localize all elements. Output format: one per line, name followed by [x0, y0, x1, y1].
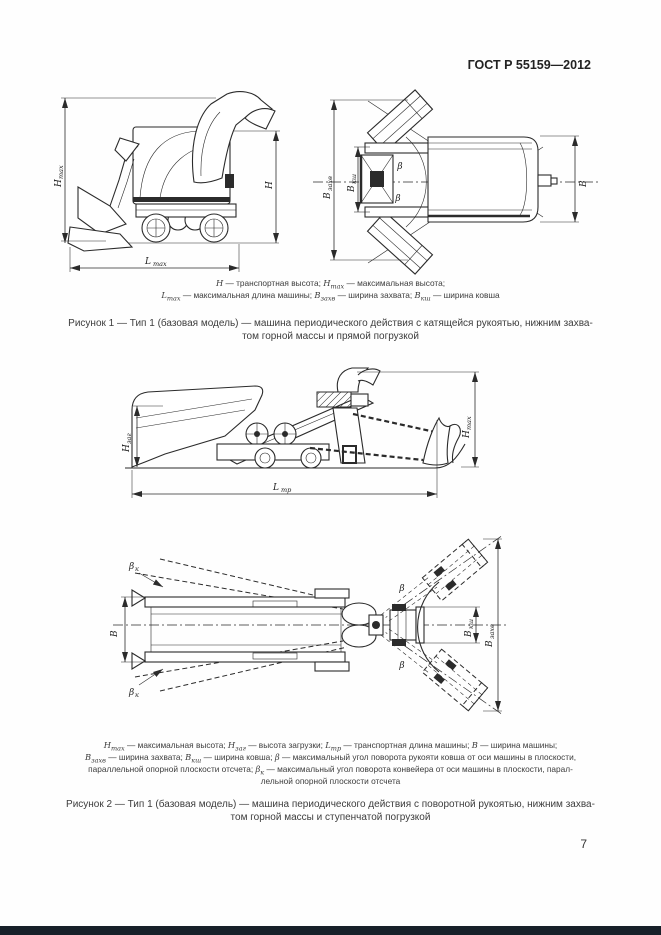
legend-line: Нmax — максимальная высота; Нзаг — высот… — [103, 740, 558, 753]
conveyor-tail — [131, 385, 264, 468]
dimension-hmax: Н max — [54, 97, 216, 243]
svg-text:к: к — [135, 565, 139, 573]
machine-side-view — [67, 91, 279, 252]
dim-label-hmax: Н — [462, 430, 472, 439]
footer-bar — [0, 926, 661, 935]
svg-text:max: max — [57, 165, 65, 179]
figure2-legend: Нmax — максимальная высота; Нзаг — высот… — [0, 739, 661, 787]
dimension-ltr: L тр — [131, 420, 438, 498]
bucket-swung-up — [421, 538, 489, 602]
dim-label-bksh: В — [347, 185, 357, 193]
page-number: 7 — [580, 837, 587, 851]
wheel-rear — [199, 213, 229, 243]
dim-label-bzahv: В — [323, 192, 333, 200]
machine-body-plan — [131, 588, 384, 672]
dim-label-ltr: L — [272, 483, 279, 493]
dim-label-b: В — [579, 180, 589, 188]
bucket-swung-up — [366, 89, 434, 153]
bucket-arm-top — [364, 142, 439, 154]
beta-bottom-label: β — [398, 661, 404, 671]
dimension-bzahv: В захв — [323, 99, 408, 261]
svg-text:β: β — [128, 688, 134, 698]
document-number: ГОСТ Р 55159—2012 — [467, 58, 591, 72]
svg-text:тр: тр — [281, 486, 292, 494]
figure1-legend: Н — транспортная высота; Нmax — максимал… — [0, 277, 661, 303]
bucket-arm-bottom — [364, 206, 439, 218]
bucket-swung-down — [421, 648, 489, 712]
svg-text:кш: кш — [467, 619, 475, 629]
wheels — [254, 447, 322, 469]
beta-top-label: β — [396, 162, 402, 172]
svg-text:max: max — [153, 260, 167, 268]
arm-swing-lines — [380, 576, 438, 674]
dimension-bzahv: В захв — [483, 538, 502, 712]
dimension-hmax: Н max — [357, 371, 479, 468]
raised-bucket — [191, 91, 273, 184]
undercarriage — [135, 203, 237, 218]
beta-top-label: β — [398, 584, 404, 594]
legend-line: Lmax — максимальная длина машины; Взахв … — [161, 290, 500, 303]
figure2-title: Рисунок 2 — Тип 1 (базовая модель) — маш… — [66, 799, 595, 823]
svg-text:β: β — [128, 562, 134, 572]
bucket-swung-down — [366, 211, 434, 275]
beta-bottom-label: β — [394, 194, 400, 204]
loading-bucket — [422, 416, 451, 466]
dim-label-b: В — [110, 630, 120, 638]
dim-label-lmax: L — [144, 257, 151, 267]
hatched-block — [316, 391, 352, 408]
wheel-front — [141, 213, 171, 243]
figure1-plan-view-drawing: β β В захв В кш В — [313, 89, 598, 275]
dimension-b: В — [540, 135, 589, 223]
svg-text:захв: захв — [488, 624, 496, 639]
legend-line: параллельной опорной плоскости отсчета; … — [88, 764, 573, 777]
machine-body-plan — [427, 136, 539, 223]
dimension-lmax: L max — [69, 244, 240, 272]
dim-label-h: Н — [265, 181, 275, 190]
svg-text:к: к — [135, 691, 139, 699]
dimension-h: Н — [234, 130, 280, 243]
legend-line: лельной опорной плоскости отсчета — [260, 776, 401, 786]
swing-arc — [405, 136, 427, 228]
svg-text:кш: кш — [350, 174, 358, 184]
betak-top-label: β к — [128, 562, 164, 588]
svg-text:max: max — [465, 416, 473, 430]
pivot — [372, 621, 380, 629]
dimension-bksh: В кш — [347, 146, 370, 213]
figure2-plan-view-drawing: β β β к β к В — [110, 534, 507, 716]
betak-bottom-label: β к — [128, 668, 164, 699]
dim-label-bksh: В — [464, 630, 474, 638]
dim-label-bzahv: В — [485, 640, 495, 648]
chain-lower — [309, 446, 424, 462]
figure2-side-view-drawing: Н заг Н max L тр — [122, 367, 479, 498]
front-bucket — [77, 186, 127, 235]
dimension-hzag: Н заг — [122, 405, 163, 467]
figure1-side-view-drawing: Н max Н L max — [54, 91, 280, 272]
dim-label-hmax: Н — [54, 179, 64, 188]
dimension-b: В — [110, 596, 149, 663]
svg-text:захв: захв — [326, 176, 334, 191]
legend-line: Взахв — ширина захвата; Вкш — ширина ков… — [84, 752, 577, 765]
dimension-bksh: В кш — [418, 606, 480, 644]
svg-text:заг: заг — [125, 433, 133, 444]
dim-label-hzag: Н — [122, 444, 132, 453]
bucket-center — [359, 154, 394, 204]
figure1-title: Рисунок 1 — Тип 1 (базовая модель) — маш… — [68, 318, 593, 342]
legend-line: Н — транспортная высота; Нmax — максимал… — [215, 278, 446, 291]
chain-upper — [352, 412, 436, 434]
